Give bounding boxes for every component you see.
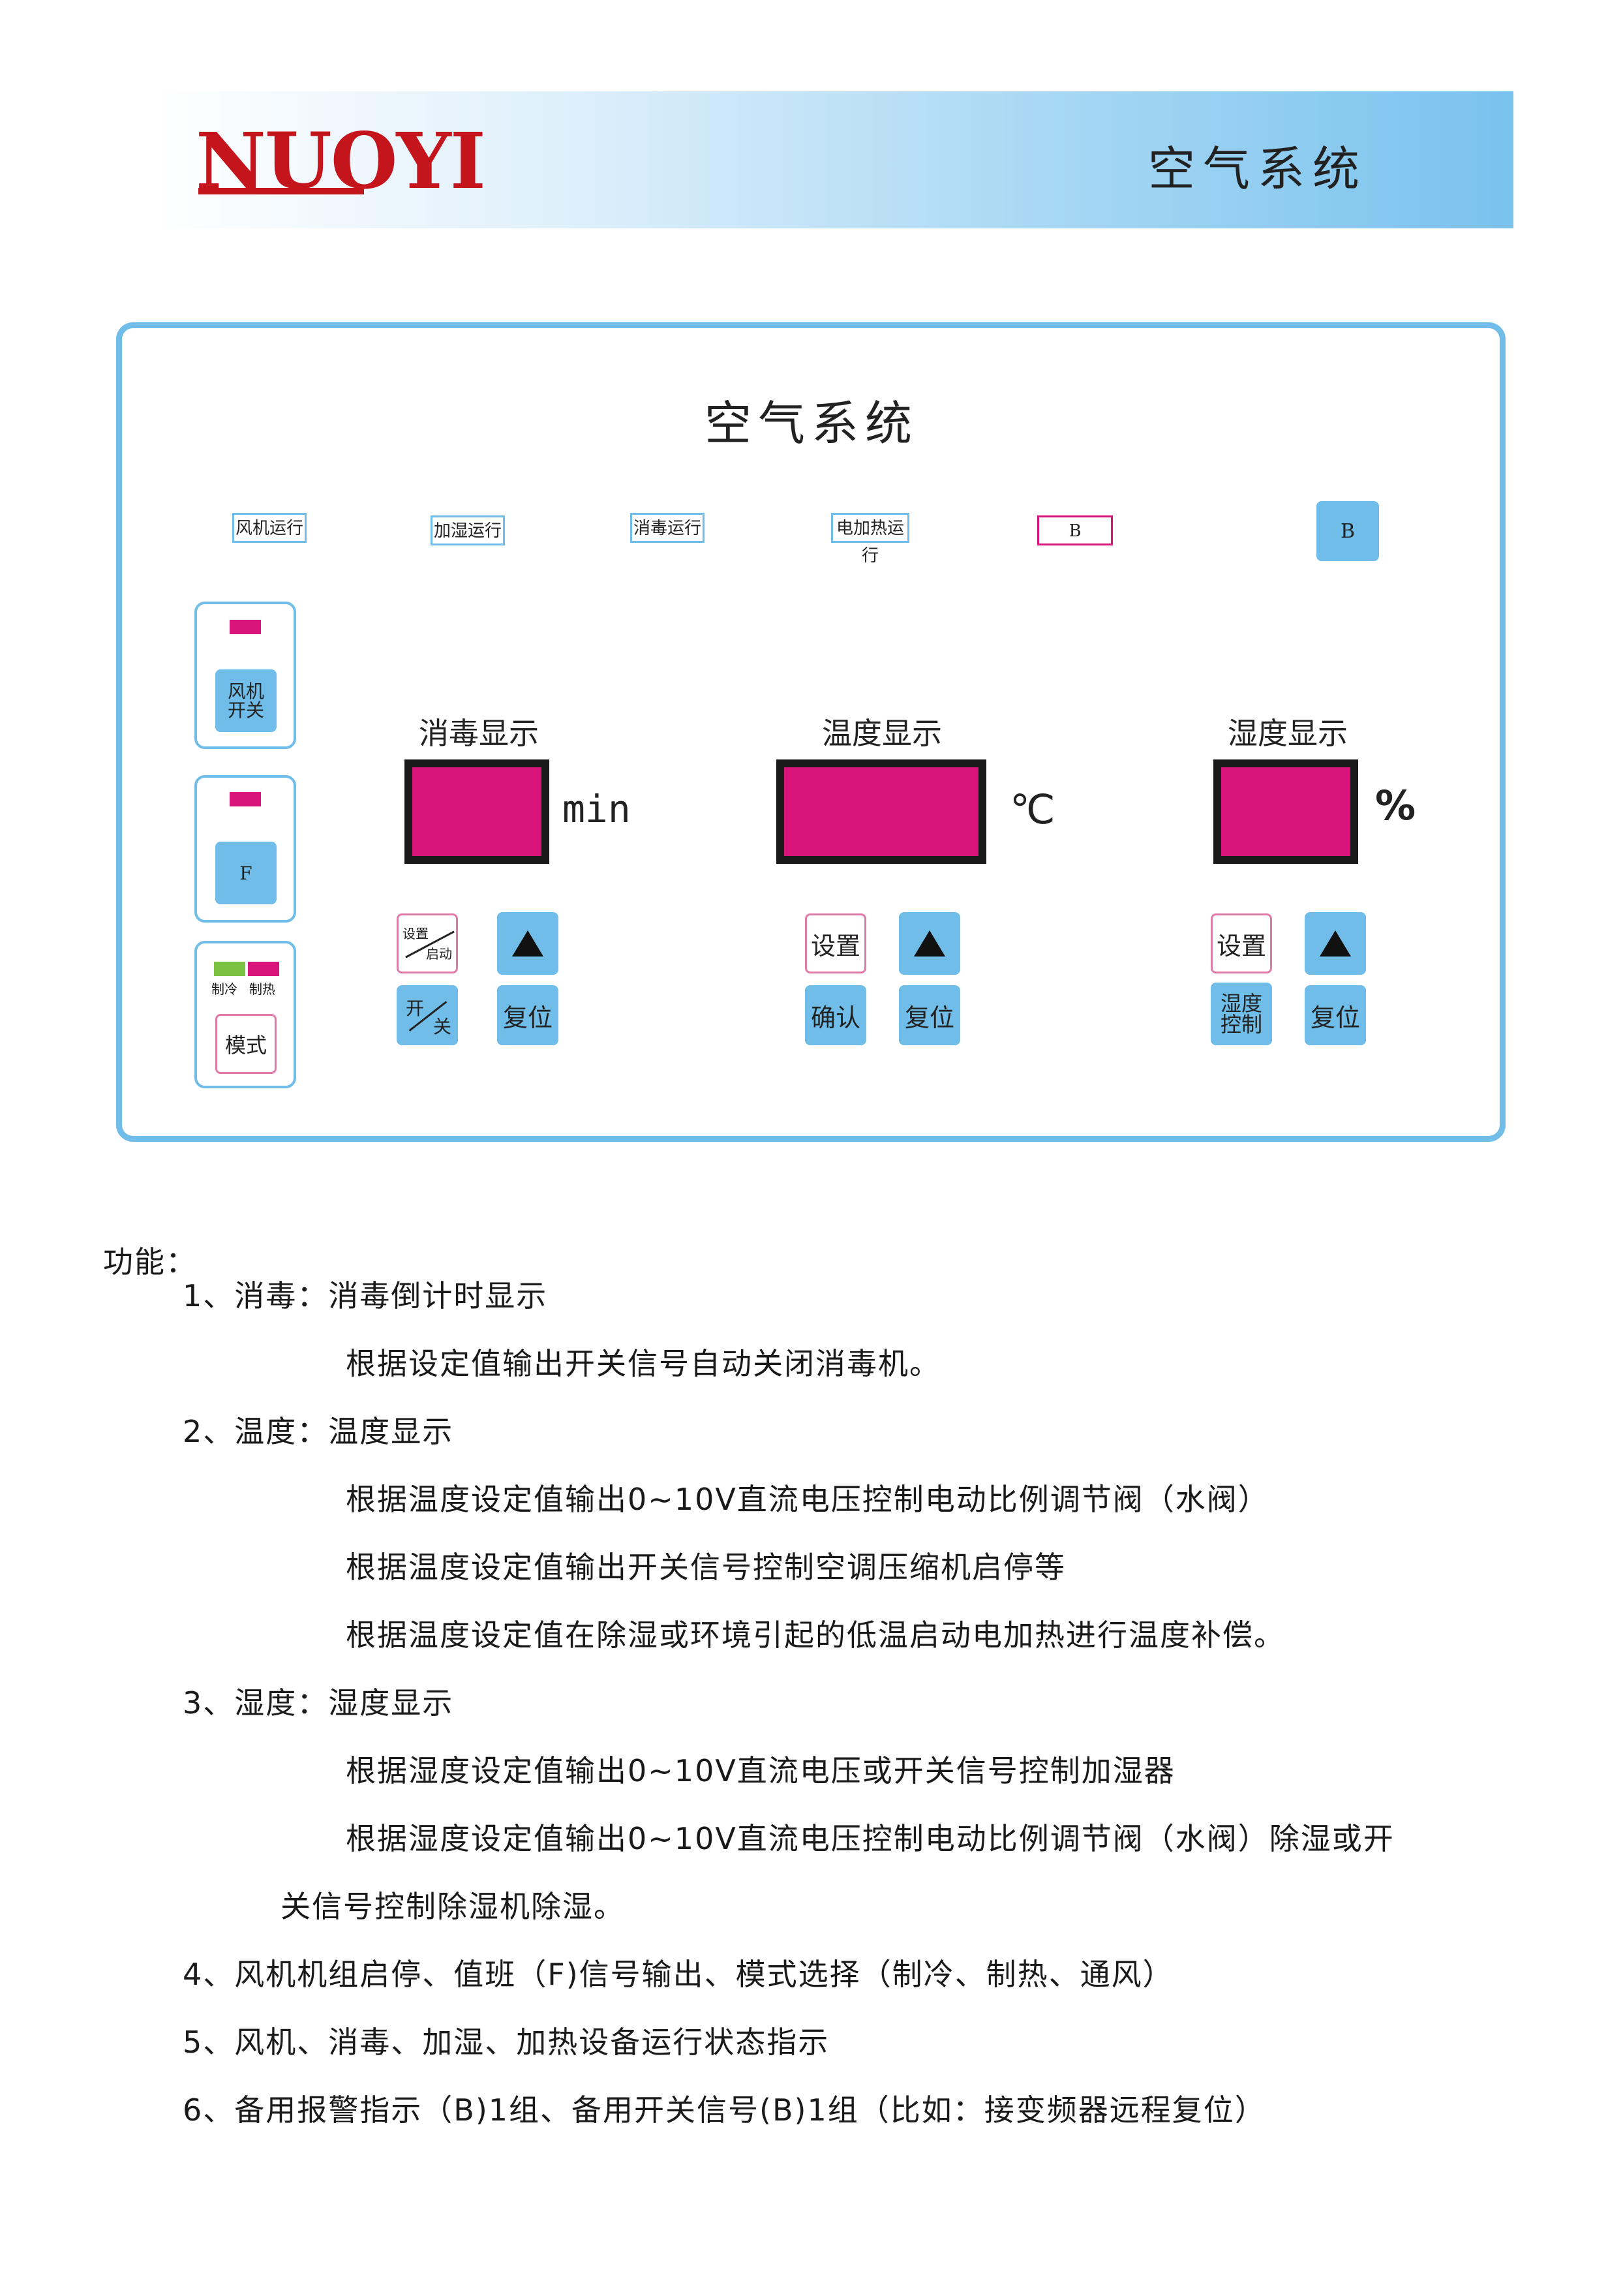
disinfect-up-button[interactable] (497, 912, 558, 975)
humidity-up-button[interactable] (1305, 912, 1366, 975)
humidity-unit: % (1375, 782, 1416, 829)
f-button[interactable]: F (215, 842, 277, 904)
indicator-b-alarm: B (1037, 515, 1113, 545)
start-label: 启动 (426, 946, 452, 962)
temperature-up-button[interactable] (899, 912, 960, 975)
indicator-humidify-running: 加湿运行 (431, 515, 505, 545)
function-line: 3、湿度：湿度显示 (183, 1685, 454, 1721)
f-led (230, 792, 261, 806)
functions-heading: 功能： (103, 1244, 197, 1279)
indicator-heater-running: 电加热运行 (831, 513, 909, 566)
function-line: 根据温度设定值在除湿或环境引起的低温启动电加热进行温度补偿。 (346, 1617, 1285, 1653)
temperature-display-title: 温度显示 (822, 716, 942, 751)
header-band (149, 91, 1513, 228)
humidity-display-title: 湿度显示 (1228, 716, 1348, 751)
header-title: 空气系统 (1148, 142, 1368, 196)
heat-label: 制热 (249, 981, 275, 997)
function-line: 根据温度设定值输出0~10V直流电压控制电动比例调节阀（水阀） (346, 1482, 1269, 1517)
function-line: 根据湿度设定值输出0~10V直流电压或开关信号控制加湿器 (346, 1753, 1176, 1788)
on-label: 开 (406, 998, 425, 1019)
function-line: 1、消毒：消毒倒计时显示 (183, 1278, 548, 1313)
disinfect-display-title: 消毒显示 (419, 716, 539, 751)
function-line: 根据温度设定值输出开关信号控制空调压缩机启停等 (346, 1550, 1066, 1585)
humidity-set-button[interactable]: 设置 (1211, 913, 1272, 973)
brand-logo: NUOYI (196, 115, 486, 206)
off-label: 关 (432, 1016, 451, 1037)
disinfect-display (404, 759, 549, 864)
disinfect-set-start-button[interactable]: 设置 启动 (397, 913, 458, 973)
temperature-unit: ℃ (1010, 786, 1055, 833)
function-line: 根据设定值输出开关信号自动关闭消毒机。 (346, 1346, 941, 1381)
up-arrow-icon (1320, 930, 1351, 957)
indicator-fan-running: 风机运行 (232, 513, 307, 543)
set-label: 设置 (402, 926, 429, 941)
humidity-control-button[interactable]: 湿度 控制 (1211, 983, 1272, 1045)
function-line: 6、备用报警指示（B)1组、备用开关信号(B)1组（比如：接变频器远程复位） (183, 2092, 1266, 2128)
up-arrow-icon (914, 930, 945, 957)
disinfect-onoff-button[interactable]: 开 关 (397, 985, 458, 1045)
heat-led (248, 962, 279, 976)
function-line: 4、风机机组启停、值班（F)信号输出、模式选择（制冷、制热、通风） (183, 1957, 1174, 1992)
function-line: 关信号控制除湿机除湿。 (281, 1889, 625, 1924)
humidity-display (1213, 759, 1358, 864)
humidity-reset-button[interactable]: 复位 (1305, 985, 1366, 1045)
temperature-confirm-button[interactable]: 确认 (805, 985, 866, 1045)
disinfect-unit: min (562, 787, 631, 831)
b-button[interactable]: B (1316, 501, 1379, 561)
function-line: 5、风机、消毒、加湿、加热设备运行状态指示 (183, 2025, 830, 2060)
fan-led (230, 620, 261, 634)
cool-led (214, 962, 245, 976)
cool-label: 制冷 (211, 981, 237, 997)
function-line: 2、温度：温度显示 (183, 1414, 454, 1449)
temperature-display (776, 759, 986, 864)
logo-underline (198, 188, 364, 194)
fan-switch-button[interactable]: 风机 开关 (215, 669, 277, 732)
temperature-set-button[interactable]: 设置 (805, 913, 866, 973)
temperature-reset-button[interactable]: 复位 (899, 985, 960, 1045)
panel-title: 空气系统 (704, 396, 918, 451)
indicator-disinfect-running: 消毒运行 (630, 513, 705, 543)
up-arrow-icon (512, 930, 543, 957)
mode-button[interactable]: 模式 (215, 1014, 277, 1074)
function-line: 根据湿度设定值输出0~10V直流电压控制电动比例调节阀（水阀）除湿或开 (346, 1821, 1395, 1856)
disinfect-reset-button[interactable]: 复位 (497, 985, 558, 1045)
